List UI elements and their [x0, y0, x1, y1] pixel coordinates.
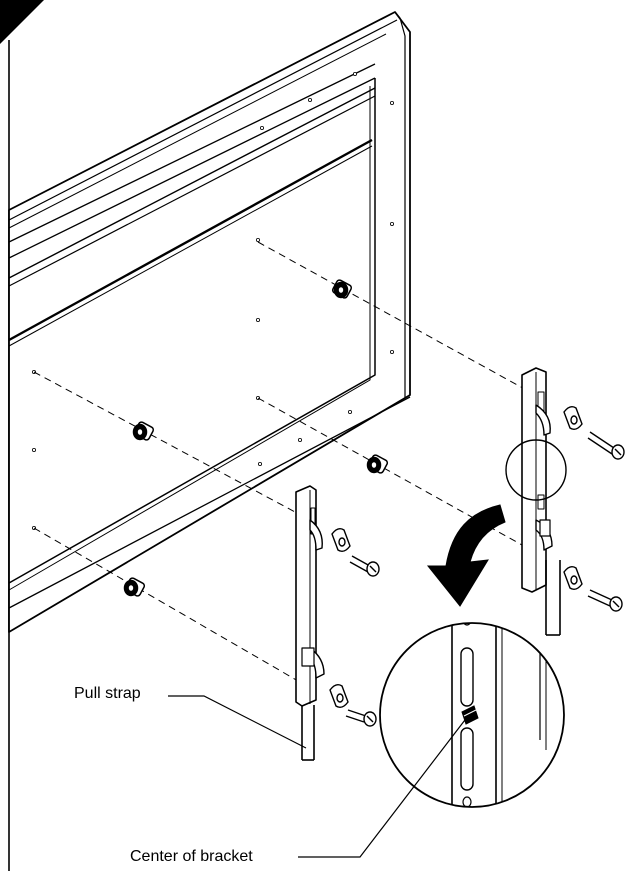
curved-arrow-down-left-icon	[426, 504, 506, 607]
screw-left-bottom	[329, 683, 377, 727]
magnified-detail	[379, 622, 565, 808]
step-corner-triangle-icon	[0, 0, 44, 44]
screw-left-top	[331, 527, 380, 577]
detail-source-circle	[505, 439, 567, 501]
center-of-bracket-leader	[298, 715, 469, 858]
screw-right-bottom	[563, 565, 623, 612]
spacer-upper-right	[331, 279, 353, 299]
hardware-group	[329, 405, 625, 727]
spacer-group	[123, 279, 389, 597]
pull-strap-leader	[168, 695, 307, 749]
spacer-upper-left	[132, 421, 155, 441]
pull-strap-label: Pull strap	[74, 685, 141, 702]
tv-panel-face	[8, 11, 411, 633]
spacer-lower-left	[123, 577, 146, 597]
bracket-right	[521, 367, 561, 636]
spacer-lower-right	[366, 454, 389, 474]
bracket-left	[295, 485, 325, 761]
tv-panel	[8, 11, 411, 633]
screw-right-top	[563, 405, 625, 460]
center-of-bracket-label: Center of bracket	[130, 848, 253, 865]
